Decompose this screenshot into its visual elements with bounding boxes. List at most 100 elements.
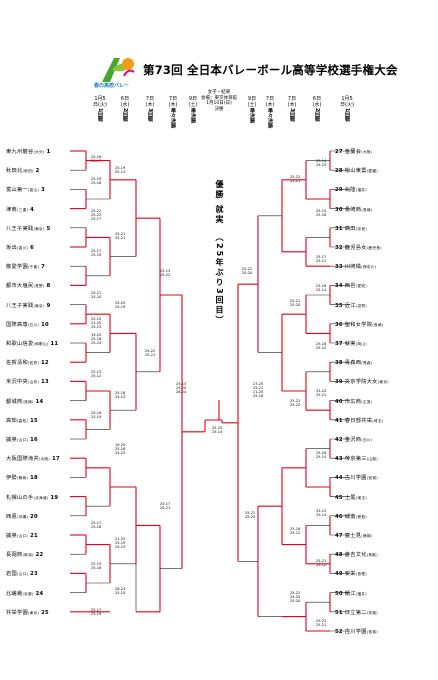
- team-prefecture: (東京): [33, 303, 45, 308]
- team-name: 帝京第三: [344, 456, 367, 463]
- final-header: 女子・結果 会場：東京体育館 1月10日(日) 決勝: [199, 90, 239, 112]
- set-score-line: 25-23: [91, 340, 102, 345]
- set-score-line: 25-21: [160, 505, 171, 510]
- set-score-line: 25-23: [115, 450, 126, 455]
- team-entry: 札幌山の手(北海道) 19: [6, 494, 58, 501]
- team-entry: 39 文京学院大女(東京): [335, 378, 389, 385]
- set-score-line: 25-21: [290, 399, 301, 403]
- team-number: 24: [35, 590, 44, 597]
- champion-label: 優勝 就実: [215, 180, 224, 225]
- team-number: 19: [50, 494, 59, 501]
- team-number: 20: [30, 513, 38, 520]
- set-score-line: 25-16: [290, 527, 301, 531]
- column-date: 7日(木): [287, 96, 297, 108]
- team-entry: 32 鹿児島女(鹿児島): [335, 244, 382, 251]
- column-date: 7日(木): [168, 96, 178, 108]
- team-prefecture: (岡山): [355, 342, 367, 346]
- set-score-line: 25-20: [290, 302, 301, 307]
- team-entry: 42 金沢商(石川): [335, 436, 372, 443]
- team-prefecture: (愛媛): [366, 169, 378, 174]
- set-score-line: 25-21: [290, 299, 301, 303]
- set-score-line: 21-25: [91, 320, 102, 325]
- set-score-line: 25-18: [91, 336, 102, 341]
- team-prefecture: (千葉): [27, 265, 40, 270]
- column-date: 6日(水): [120, 96, 130, 108]
- team-name: 城南: [344, 513, 356, 520]
- set-score-line: 25-17: [160, 502, 171, 506]
- team-name: 金蘭会: [344, 149, 362, 155]
- team-number: 23: [30, 571, 38, 578]
- team-name: 川崎橘: [344, 264, 362, 271]
- team-prefecture: (愛知): [355, 284, 367, 289]
- team-name: 都城商: [6, 398, 23, 405]
- column-round: 1回戦: [344, 108, 350, 122]
- team-entry: 岩国(山口) 23: [6, 570, 38, 577]
- team-entry: 43 帝京第三(山梨): [335, 455, 378, 462]
- team-number: 41: [335, 417, 343, 424]
- team-prefecture: (大分): [33, 150, 45, 154]
- team-entry: 敬愛学園(千葉) 7: [6, 263, 45, 270]
- team-prefecture: (北海道): [33, 495, 49, 500]
- team-entry: 48 倉吉文化(鳥取): [335, 551, 378, 558]
- team-number: 12: [41, 360, 49, 367]
- column-header-5: 9日(土)準決勝: [245, 96, 259, 123]
- set-score-line: 25-15: [316, 345, 327, 350]
- set-score-line: 25-17: [91, 521, 102, 525]
- set-score-line: 25-19: [115, 540, 126, 545]
- team-prefecture: (宮城): [366, 476, 378, 481]
- column-date: 1月5日(火): [340, 96, 354, 108]
- set-score-line: 25-22: [242, 267, 253, 271]
- column-header-1: 6日(水)2回戦: [118, 96, 132, 121]
- team-number: 50: [335, 590, 343, 597]
- team-number: 43: [335, 456, 343, 463]
- team-number: 17: [52, 456, 60, 463]
- set-score-line: 25-17: [91, 249, 102, 253]
- team-name: 佐賀清和: [6, 360, 28, 367]
- team-name: 誠英: [6, 437, 17, 443]
- team-name: 金沢商: [344, 437, 362, 443]
- set-score-line: 25-21: [253, 385, 264, 390]
- team-number: 31: [335, 225, 343, 232]
- team-number: 27: [335, 149, 343, 155]
- team-entry: 45 上尾(埼玉): [335, 494, 367, 501]
- team-prefecture: (佐賀): [27, 361, 40, 366]
- set-score-line: 25-16: [91, 155, 102, 159]
- set-score-line: 25-18: [91, 180, 102, 185]
- set-score-line: 25-13: [91, 370, 102, 374]
- team-entry: 50 鯖江(福井): [335, 590, 367, 597]
- team-name: 札幌山の手: [6, 494, 34, 501]
- team-prefecture: (秋田): [22, 169, 34, 174]
- team-prefecture: (島根): [355, 572, 367, 577]
- set-score-line: 21-25: [253, 389, 264, 394]
- team-name: 敬愛学園: [6, 264, 28, 271]
- column-round: 準決勝: [249, 108, 255, 123]
- team-number: 29: [335, 187, 343, 194]
- set-score-line: 25-20: [290, 598, 301, 603]
- set-score-line: 25-19: [115, 166, 126, 170]
- set-score-line: 25-17: [316, 255, 327, 259]
- team-number: 25: [41, 609, 49, 616]
- team-prefecture: (沖縄): [16, 514, 29, 519]
- team-prefecture: (香川): [16, 246, 29, 250]
- team-number: 35: [335, 302, 343, 309]
- team-name: 鹿児島女: [344, 245, 367, 251]
- team-number: 44: [335, 475, 343, 482]
- set-score-line: 25-20: [115, 301, 126, 305]
- team-entry: 38 青森西(青森): [335, 359, 372, 366]
- team-prefecture: (静岡): [361, 534, 373, 538]
- team-name: 春日部共栄: [344, 417, 373, 424]
- team-number: 46: [335, 513, 343, 520]
